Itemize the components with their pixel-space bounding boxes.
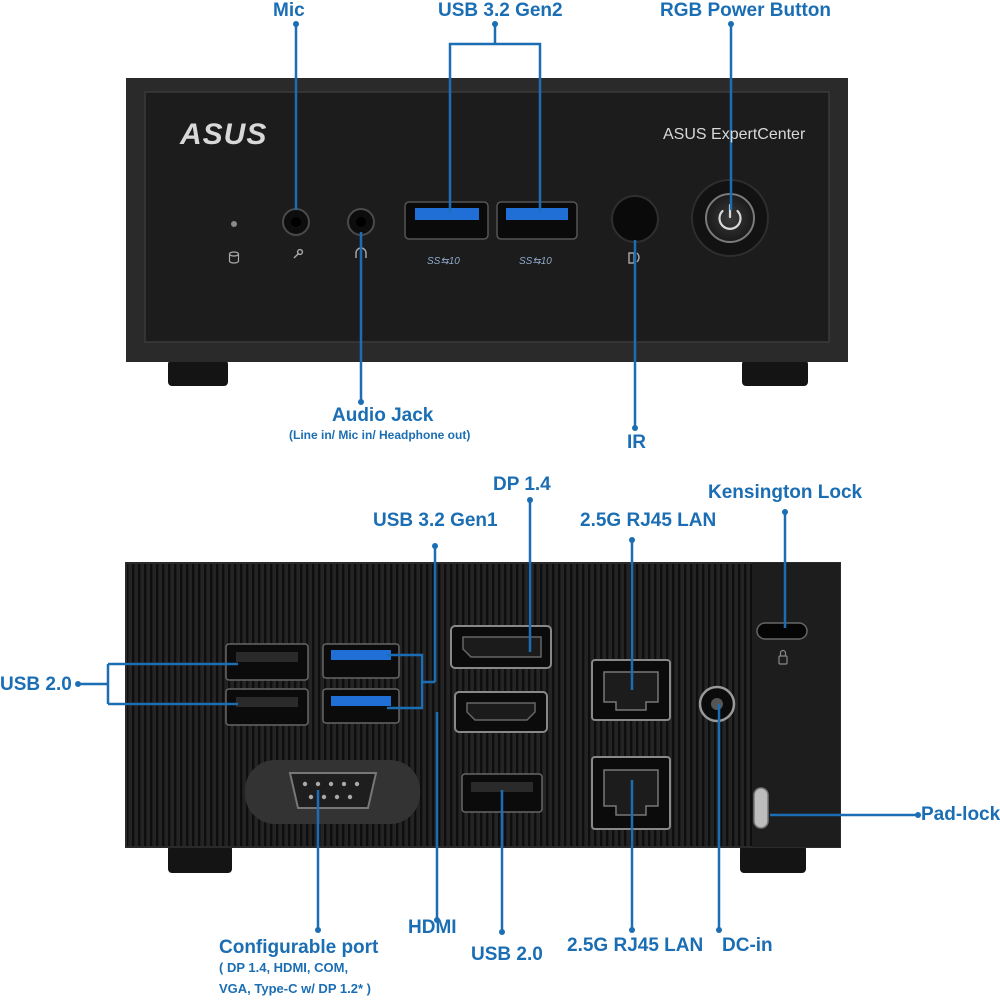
status-led — [231, 221, 237, 227]
mic-label: Mic — [273, 0, 305, 21]
rear-callout-dots — [75, 497, 921, 935]
hdmi-port — [454, 691, 548, 733]
lock-icon — [778, 649, 788, 665]
dcin-label: DC-in — [722, 935, 773, 956]
usb20-left-label: USB 2.0 — [0, 674, 72, 695]
front-callout-lines — [294, 24, 733, 428]
dp-label: DP 1.4 — [493, 474, 551, 495]
lan-bottom-label: 2.5G RJ45 LAN — [567, 935, 704, 956]
usb-gen1-port-bottom — [322, 688, 400, 724]
front-callout-dots — [293, 21, 734, 431]
rear-foot-right — [740, 845, 806, 873]
audio-jack — [347, 208, 375, 236]
ir-label: IR — [627, 432, 646, 453]
hdd-icon — [228, 251, 240, 264]
displayport-port — [450, 625, 552, 669]
usb-gen1-port-top — [322, 643, 400, 679]
usb-gen2-port-2 — [496, 201, 578, 240]
rear-view — [125, 562, 841, 873]
rear-foot-left — [168, 845, 232, 873]
lan-top-label: 2.5G RJ45 LAN — [580, 510, 717, 531]
front-foot-right — [742, 360, 808, 386]
audio-jack-sublabel: (Line in/ Mic in/ Headphone out) — [289, 428, 471, 442]
usb20-left-bracket-line — [106, 662, 238, 706]
asus-logo: ASUS — [180, 118, 268, 151]
dc-in-port — [698, 685, 736, 723]
kensington-slot — [756, 622, 808, 640]
configurable-port-sublabel-2: VGA, Type-C w/ DP 1.2* ) — [219, 981, 371, 996]
power-button-label: RGB Power Button — [660, 0, 831, 21]
front-foot-left — [168, 360, 228, 386]
usb-gen2-port-1 — [404, 201, 489, 240]
usb-gen1-bracket-bottom — [387, 682, 424, 710]
kensington-label: Kensington Lock — [708, 482, 863, 503]
mic-icon — [293, 248, 304, 259]
configurable-port — [245, 760, 420, 824]
usb-gen2-label: USB 3.2 Gen2 — [438, 0, 563, 21]
configurable-port-sublabel-1: ( DP 1.4, HDMI, COM, — [219, 960, 349, 975]
audio-jack-label: Audio Jack — [332, 405, 434, 426]
configurable-port-label: Configurable port — [219, 937, 379, 958]
usb-gen2-mark-1: SS⇆10 — [427, 256, 460, 267]
padlock-loop — [753, 787, 769, 829]
usb20-port-left-bottom — [225, 688, 309, 726]
hdmi-label: HDMI — [408, 917, 457, 938]
usb20-bottom-label: USB 2.0 — [471, 944, 543, 965]
usb-gen1-label: USB 3.2 Gen1 — [373, 510, 498, 531]
padlock-label: Pad-lock — [921, 804, 1000, 825]
usb-gen2-mark-2: SS⇆10 — [519, 256, 552, 267]
ir-sensor — [611, 195, 659, 243]
model-name: ASUS ExpertCenter — [663, 126, 806, 143]
rear-callout-lines — [78, 500, 918, 932]
usb20-port-left-top — [225, 643, 309, 681]
mic-jack — [282, 208, 310, 236]
usb-gen1-bracket-top — [387, 653, 435, 684]
front-view: SS⇆10 SS⇆10 — [126, 78, 848, 386]
